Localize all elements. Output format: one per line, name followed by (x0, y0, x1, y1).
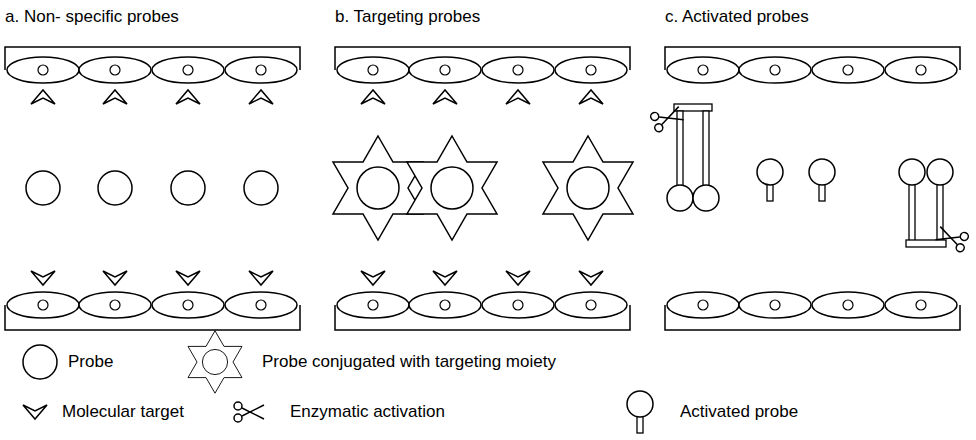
illustration-part (885, 292, 957, 318)
illustration-part (739, 292, 811, 318)
legend-entry: Molecular target (62, 402, 184, 422)
panel-title: c. Activated probes (665, 7, 809, 26)
illustration-part (809, 159, 835, 201)
legend-entry: Enzymatic activation (290, 402, 445, 422)
illustration-part (482, 57, 554, 83)
illustration-part (506, 271, 530, 285)
illustration-part (337, 292, 409, 318)
panel-title: b. Targeting probes (335, 7, 480, 26)
illustration-part (812, 57, 884, 83)
illustration-part (234, 402, 264, 422)
illustration-part (433, 271, 457, 285)
illustration-part (79, 292, 151, 318)
illustration-part (361, 271, 385, 285)
illustration-part (409, 57, 481, 83)
illustration-part (937, 184, 943, 241)
illustration-part (103, 90, 127, 104)
illustration-part (79, 57, 151, 83)
legend-text: Probe (68, 352, 113, 371)
panel-title-slot: b. Targeting probes (335, 7, 480, 27)
illustration-part (171, 171, 205, 205)
illustration-part (693, 185, 719, 211)
illustration-part (433, 90, 457, 104)
illustration-part (909, 184, 915, 241)
panel-b (333, 47, 633, 330)
illustration-part (152, 292, 224, 318)
illustration-part (98, 171, 132, 205)
illustration-part (899, 159, 925, 185)
illustration-part (176, 90, 200, 104)
illustration-part (555, 57, 627, 83)
illustration-part (337, 57, 409, 83)
illustration-part (188, 331, 242, 393)
panel-title-slot: c. Activated probes (665, 7, 809, 27)
legend-entry: Activated probe (680, 402, 798, 422)
illustration-part (927, 159, 953, 185)
legend-text: Molecular target (62, 402, 184, 421)
illustration-part (906, 240, 946, 247)
illustration-part (26, 171, 60, 205)
illustration-part (249, 271, 273, 285)
illustration-part (667, 292, 739, 318)
illustration-part (812, 292, 884, 318)
illustration-part (757, 159, 783, 201)
panel-title: a. Non- specific probes (5, 7, 179, 26)
illustration-part (152, 57, 224, 83)
illustration-part (23, 405, 47, 419)
illustration-part (555, 292, 627, 318)
illustration-part (579, 271, 603, 285)
panel-c (650, 47, 970, 330)
legend-entry: Probe conjugated with targeting moiety (262, 352, 556, 372)
illustration-part (361, 90, 385, 104)
illustration-part (627, 391, 653, 433)
illustration-part (667, 57, 739, 83)
illustration-part (409, 292, 481, 318)
illustration-part (482, 292, 554, 318)
illustration-part (677, 111, 683, 186)
illustration-part (7, 57, 79, 83)
illustration-part (225, 57, 297, 83)
illustration-part (543, 136, 633, 240)
illustration-part (885, 57, 957, 83)
illustration-part (934, 224, 969, 253)
illustration-part (7, 292, 79, 318)
legend-text: Probe conjugated with targeting moiety (262, 352, 556, 371)
illustration-part (650, 104, 685, 133)
legend-text: Activated probe (680, 402, 798, 421)
illustration-part (244, 171, 278, 205)
illustration-part (225, 292, 297, 318)
illustration-part (176, 271, 200, 285)
illustration-part (667, 185, 693, 211)
illustration-part (579, 90, 603, 104)
illustration-part (407, 136, 497, 240)
illustration-part (703, 111, 709, 186)
illustration-part (674, 104, 712, 111)
legend-entry: Probe (68, 352, 113, 372)
illustration-part (103, 271, 127, 285)
panel-a (5, 47, 300, 330)
illustration-part (506, 90, 530, 104)
illustration-part (31, 271, 55, 285)
illustration-part (23, 345, 57, 379)
illustration-part (249, 90, 273, 104)
illustration-part (31, 90, 55, 104)
panel-title-slot: a. Non- specific probes (5, 7, 179, 27)
illustration-part (739, 57, 811, 83)
legend-text: Enzymatic activation (290, 402, 445, 421)
illustration-part (333, 136, 423, 240)
legend-samples (23, 331, 653, 433)
